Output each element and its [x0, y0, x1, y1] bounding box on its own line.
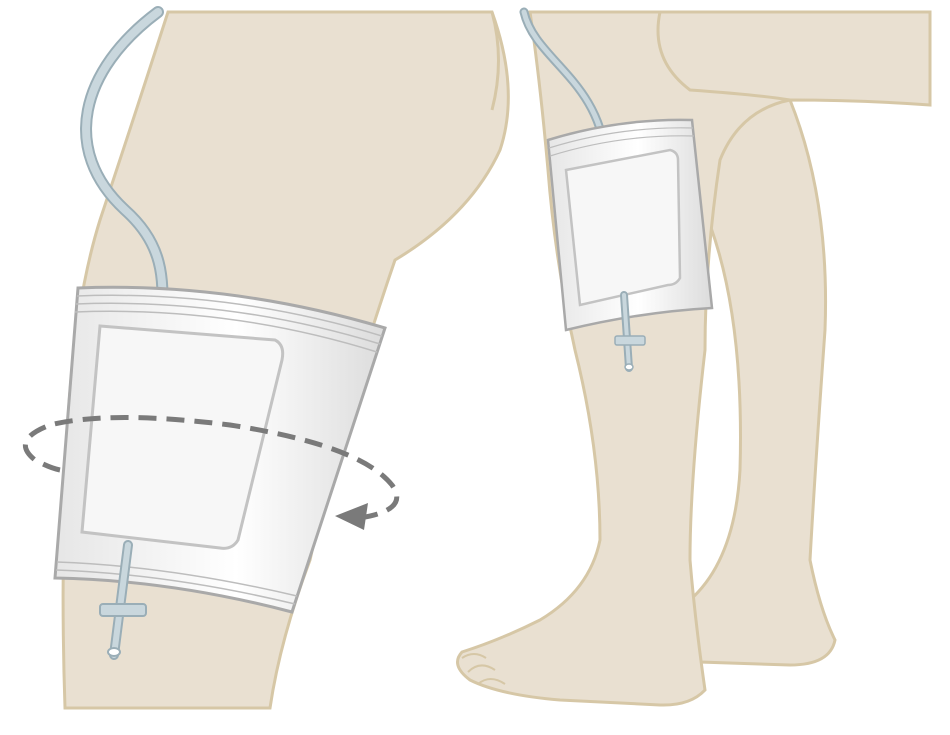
- back-leg: [648, 10, 932, 667]
- right-leg: [456, 10, 791, 707]
- rotation-arrow-icon: [22, 415, 400, 530]
- leg-bag-thigh: [53, 285, 387, 614]
- leg-bag-calf: [546, 118, 714, 332]
- drain-valve-right: [614, 291, 646, 372]
- drain-valve-left: [99, 540, 147, 660]
